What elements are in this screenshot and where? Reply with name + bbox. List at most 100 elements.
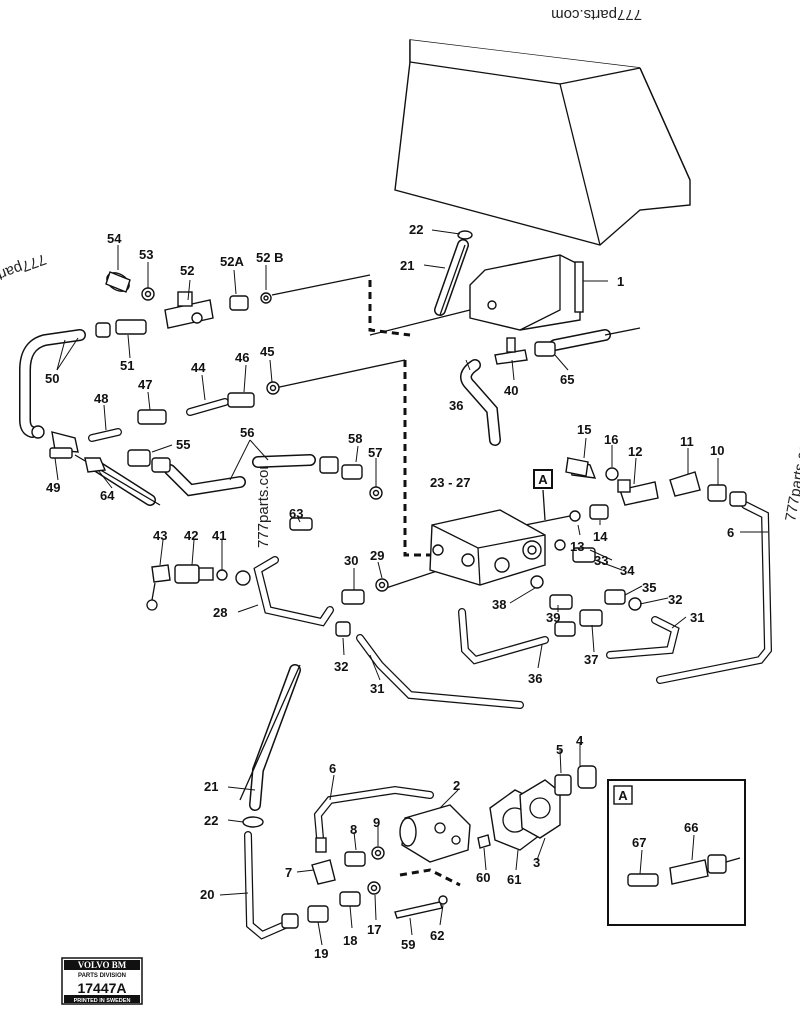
pipe-20 — [244, 831, 289, 940]
label-28: 28 — [213, 605, 227, 620]
label-29: 29 — [370, 548, 384, 563]
label-58: 58 — [348, 431, 362, 446]
label-44: 44 — [191, 360, 206, 375]
label-67: 67 — [632, 835, 646, 850]
label-10: 10 — [710, 443, 724, 458]
label-56: 56 — [240, 425, 254, 440]
label-35: 35 — [642, 580, 656, 595]
detail-marker: A — [538, 472, 548, 487]
line-52b-to-pump — [271, 274, 371, 296]
part-5 — [554, 774, 572, 796]
label-64: 64 — [100, 488, 115, 503]
label-38: 38 — [492, 597, 506, 612]
label-47: 47 — [138, 377, 152, 392]
label-31b: 31 — [370, 681, 384, 696]
label-41: 41 — [212, 528, 226, 543]
dashed-line-c — [399, 868, 461, 887]
label-5: 5 — [556, 742, 563, 757]
hose-21-top — [434, 239, 469, 316]
label-14: 14 — [593, 529, 608, 544]
hydraulic-tank — [394, 39, 691, 246]
pipe-48 — [88, 428, 122, 442]
label-31a: 31 — [690, 610, 704, 625]
label-6b: 6 — [329, 761, 336, 776]
stamp-division: PARTS DIVISION — [78, 973, 126, 979]
label-2: 2 — [453, 778, 460, 793]
label-49: 49 — [46, 480, 60, 495]
label-32b: 32 — [668, 592, 682, 607]
stamp-number: 17447A — [77, 980, 126, 996]
label-21b: 21 — [204, 779, 218, 794]
dashed-line-a — [368, 280, 411, 337]
hose-56 — [164, 454, 316, 497]
watermark-right: 777parts.com — [782, 430, 800, 522]
label-57: 57 — [368, 445, 382, 460]
pump-unit-1 — [469, 254, 584, 331]
fittings — [31, 230, 747, 929]
label-7: 7 — [285, 865, 292, 880]
label-42: 42 — [184, 528, 198, 543]
part-4 — [577, 765, 597, 789]
detail-box-a: A — [607, 779, 746, 926]
label-22a: 22 — [409, 222, 423, 237]
hose-36-top — [460, 359, 501, 446]
steering-pump-2 — [399, 804, 471, 863]
label-19: 19 — [314, 946, 328, 961]
pipe-36-bottom — [458, 608, 549, 665]
sensor-15 — [565, 457, 589, 477]
label-50: 50 — [45, 371, 59, 386]
watermark-center: 777parts.com — [255, 457, 272, 548]
line-pump-to-bar — [369, 309, 471, 336]
pipe-28 — [253, 556, 334, 627]
bolt-59 — [394, 901, 443, 919]
hose-65 — [549, 329, 611, 351]
label-3: 3 — [533, 855, 540, 870]
watermark-left: 777parts.com — [0, 250, 48, 297]
gasket-3 — [519, 779, 561, 839]
leader-lines — [54, 229, 768, 946]
label-16: 16 — [604, 432, 618, 447]
label-1: 1 — [617, 274, 624, 289]
label-33: 33 — [594, 553, 608, 568]
hose-50 — [19, 329, 86, 438]
label-34: 34 — [620, 563, 635, 578]
label-8: 8 — [350, 822, 357, 837]
label-39: 39 — [546, 610, 560, 625]
watermark-top: 777parts.com — [551, 6, 642, 23]
pipe-31-right — [606, 616, 680, 659]
pipe-31-left — [356, 634, 524, 709]
control-valve-23-27 — [429, 509, 546, 586]
label-32a: 32 — [334, 659, 348, 674]
label-23-27: 23 - 27 — [430, 475, 470, 490]
label-30: 30 — [344, 553, 358, 568]
label-54: 54 — [107, 231, 122, 246]
detail-marker-box — [533, 469, 553, 489]
label-66: 66 — [684, 820, 698, 835]
bolt-60 — [477, 834, 491, 849]
sensor-54 — [105, 271, 131, 293]
label-36b: 36 — [528, 671, 542, 686]
detail-box-title: A — [618, 788, 628, 803]
label-48: 48 — [94, 391, 108, 406]
label-36a: 36 — [449, 398, 463, 413]
label-22b: 22 — [204, 813, 218, 828]
label-20: 20 — [200, 887, 214, 902]
label-52A: 52A — [220, 254, 244, 269]
label-59: 59 — [401, 937, 415, 952]
label-4: 4 — [576, 733, 584, 748]
label-40: 40 — [504, 383, 518, 398]
label-55: 55 — [176, 437, 190, 452]
part-labels: 1 2 3 4 5 6 6 7 8 9 10 11 12 13 14 15 16… — [45, 222, 734, 961]
label-17: 17 — [367, 922, 381, 937]
label-11: 11 — [680, 434, 694, 449]
pipe-44 — [186, 398, 229, 416]
stamp-brand: VOLVO BM — [78, 960, 127, 970]
label-53: 53 — [139, 247, 153, 262]
volvo-bm-stamp: VOLVO BM PARTS DIVISION 17447A PRINTED I… — [61, 957, 143, 1005]
label-6a: 6 — [727, 525, 734, 540]
label-61: 61 — [507, 872, 521, 887]
label-15: 15 — [577, 422, 591, 437]
dashed-line-b — [403, 360, 432, 557]
label-12: 12 — [628, 444, 642, 459]
